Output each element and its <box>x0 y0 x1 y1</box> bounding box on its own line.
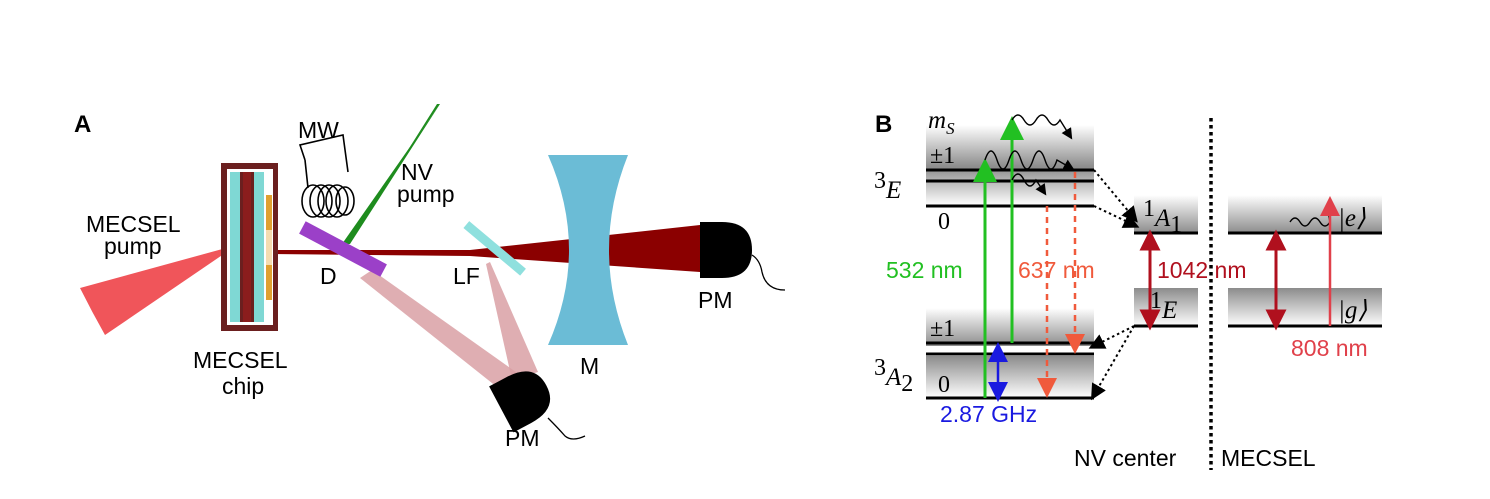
long-filter <box>463 221 526 276</box>
mecsel-relaxation-wavy <box>1289 211 1331 227</box>
relaxation-wavy-3 <box>1011 173 1047 196</box>
photodetector-right <box>700 222 786 291</box>
isc-arrow-1 <box>1093 169 1138 223</box>
singlet-e-label: 1E <box>1150 288 1177 324</box>
isc-arrow-3 <box>1088 325 1135 349</box>
mecsel-section-label: MECSEL <box>1221 445 1316 471</box>
panel-b-label: B <box>875 111 892 138</box>
ir-wavelength-label: 1042 nm <box>1157 257 1247 283</box>
mirror-label: M <box>580 353 599 379</box>
isc-arrow-2 <box>1093 205 1140 228</box>
curved-mirror <box>548 155 628 345</box>
reflected-beam <box>360 270 530 395</box>
excited-state-label: 3E <box>874 168 901 204</box>
green-wavelength-label: 532 nm <box>886 257 963 283</box>
ket-g-label: |g⟩ <box>1338 297 1367 324</box>
pump-wavelength-label: 808 nm <box>1291 335 1368 361</box>
microwave-frequency-label: 2.87 GHz <box>940 401 1037 427</box>
ground-state-label: 3A2 <box>874 355 913 397</box>
emission-wavelength-label: 637 nm <box>1018 257 1095 283</box>
dichroic-label: D <box>320 263 337 289</box>
photodetector-lower <box>489 371 550 433</box>
relaxation-wavy-1 <box>984 150 1075 171</box>
relaxation-wavy-2 <box>1011 114 1073 140</box>
long-filter-label: LF <box>453 263 480 289</box>
microwave-coil <box>298 134 355 218</box>
nv-center-label: NV center <box>1074 445 1177 471</box>
pm-right-label: PM <box>698 287 733 313</box>
mecsel-pump-beam <box>80 245 237 335</box>
mecsel-chip-label-2: chip <box>222 373 264 399</box>
mw-label: MW <box>298 117 339 143</box>
filtered-beam <box>486 262 538 380</box>
ms-label: mS <box>928 107 955 138</box>
mecsel-pump-label-2: pump <box>104 233 162 259</box>
nv-pump-beam-tip <box>342 104 440 244</box>
excited-zero-label: 0 <box>938 209 950 235</box>
isc-arrow-4 <box>1090 325 1135 401</box>
mecsel-chip <box>221 163 278 331</box>
ground-zero-label: 0 <box>938 372 950 398</box>
singlet-a1-label: 1A1 <box>1143 196 1182 238</box>
nv-pump-label-2: pump <box>397 181 455 207</box>
panel-a-label: A <box>74 111 91 138</box>
dichroic-mirror <box>299 221 387 277</box>
ground-pm1-label: ±1 <box>930 316 955 342</box>
ket-e-label: |e⟩ <box>1338 205 1366 232</box>
nv-pump-label-1: NV <box>401 159 434 185</box>
mecsel-chip-label-1: MECSEL <box>193 347 288 373</box>
pm-lower-label: PM <box>505 425 540 451</box>
mecsel-pump-label-1: MECSEL <box>86 211 181 237</box>
excited-pm1-label: ±1 <box>930 143 955 169</box>
